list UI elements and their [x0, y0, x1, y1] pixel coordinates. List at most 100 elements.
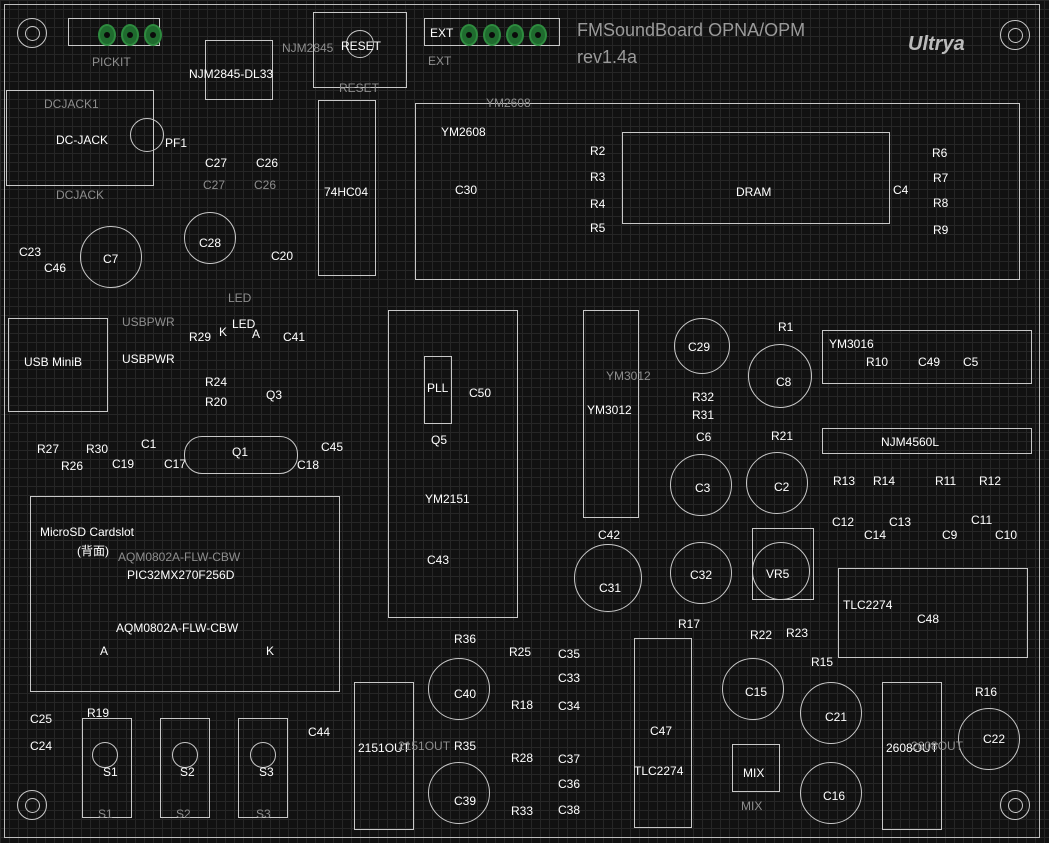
component-label-c19: C19 [112, 457, 135, 471]
component-label-c8: C8 [776, 375, 792, 389]
component-label-c21: C21 [825, 710, 848, 724]
component-label-c12: C12 [832, 515, 855, 529]
component-label-a: A [252, 327, 261, 341]
s2-switch-outline [160, 718, 210, 818]
component-label-s1: S1 [103, 765, 118, 779]
out-2151-jack-outline [354, 682, 414, 830]
component-label-r17: R17 [678, 617, 701, 631]
ym3016-outline [822, 330, 1032, 384]
component-label-ym2151: YM2151 [425, 492, 470, 506]
component-label--: (背面) [77, 544, 109, 558]
component-label-r29: R29 [189, 330, 212, 344]
vr5-knob [752, 542, 810, 600]
component-label-ym3016: YM3016 [829, 337, 874, 351]
component-label-c31: C31 [599, 581, 622, 595]
component-label-r13: R13 [833, 474, 856, 488]
ultrya-logo: Ultrya [908, 33, 965, 55]
component-label-pll: PLL [427, 381, 449, 395]
component-label-r20: R20 [205, 395, 228, 409]
component-label-c10: C10 [995, 528, 1018, 542]
silkscreen-label-ym2608: YM2608 [486, 96, 531, 110]
board-title: FMSoundBoard OPNA/OPM [577, 20, 806, 40]
component-label-c24: C24 [30, 739, 53, 753]
component-label-c6: C6 [696, 430, 712, 444]
microsd-slot-outline [30, 496, 340, 692]
component-label-c47: C47 [650, 724, 673, 738]
component-label-ext: EXT [430, 26, 454, 40]
component-label-r5: R5 [590, 221, 606, 235]
component-label-c9: C9 [942, 528, 958, 542]
tlc2274-upper-outline [838, 568, 1028, 658]
ext-pin [460, 24, 478, 46]
component-label-c29: C29 [688, 340, 711, 354]
c22-outline [958, 708, 1020, 770]
component-label-ym2608: YM2608 [441, 125, 486, 139]
component-label-q3: Q3 [266, 388, 283, 402]
component-label-c25: C25 [30, 712, 53, 726]
component-label-r26: R26 [61, 459, 84, 473]
component-label-r1: R1 [778, 320, 794, 334]
silkscreen-label-2151out: 2151OUT [398, 739, 451, 753]
component-label-c3: C3 [695, 481, 711, 495]
board-revision: rev1.4a [577, 47, 638, 67]
component-label-c45: C45 [321, 440, 344, 454]
mount-hole-top-right [1000, 20, 1030, 50]
component-label-njm4560l: NJM4560L [881, 435, 940, 449]
component-label-c40: C40 [454, 687, 477, 701]
component-label-r24: R24 [205, 375, 228, 389]
mix-jumper-outline [732, 744, 780, 792]
c32-outline [670, 542, 732, 604]
component-label-r30: R30 [86, 442, 109, 456]
component-label-a: A [100, 644, 109, 658]
ym2151-outline [388, 310, 518, 618]
crystal-q1-outline [184, 436, 298, 474]
c21-outline [800, 682, 862, 744]
silkscreen-label-c26: C26 [254, 178, 277, 192]
ext-pin [506, 24, 524, 46]
component-label-c32: C32 [690, 568, 713, 582]
reset-button[interactable] [346, 30, 374, 58]
component-label-c36: C36 [558, 777, 581, 791]
component-label-c17: C17 [164, 457, 187, 471]
silkscreen-label-s2: S2 [176, 807, 191, 821]
component-label-reset: RESET [341, 39, 382, 53]
pf1-outline [130, 118, 164, 152]
component-label-pf1: PF1 [165, 136, 188, 150]
pickit-pin [144, 24, 162, 46]
c40-outline [428, 658, 490, 720]
component-label-c16: C16 [823, 789, 846, 803]
s3-button[interactable] [250, 742, 276, 768]
component-label-r28: R28 [511, 751, 534, 765]
component-label-tlc2274: TLC2274 [634, 764, 684, 778]
component-label-s2: S2 [180, 765, 195, 779]
component-label-c26: C26 [256, 156, 279, 170]
component-label-c50: C50 [469, 386, 492, 400]
component-label-r9: R9 [933, 223, 949, 237]
silkscreen-label-s1: S1 [98, 807, 113, 821]
component-label-c4: C4 [893, 183, 909, 197]
silkscreen-label-s3: S3 [256, 807, 271, 821]
mount-hole-top-left [17, 18, 47, 48]
s1-button[interactable] [92, 742, 118, 768]
component-label-r35: R35 [454, 739, 477, 753]
component-label-c27: C27 [205, 156, 228, 170]
ext-pin [529, 24, 547, 46]
out-2608-jack-outline [882, 682, 942, 830]
s2-button[interactable] [172, 742, 198, 768]
component-label-c34: C34 [558, 699, 581, 713]
component-label-r32: R32 [692, 390, 715, 404]
board-edge [4, 4, 1040, 838]
component-label-c15: C15 [745, 685, 768, 699]
component-label-c5: C5 [963, 355, 979, 369]
silkscreen-label-ext: EXT [428, 54, 452, 68]
mount-hole-bottom-right [1000, 790, 1030, 820]
component-label-r23: R23 [786, 626, 809, 640]
ext-pin [483, 24, 501, 46]
component-label-c22: C22 [983, 732, 1006, 746]
s3-switch-outline [238, 718, 288, 818]
component-label-k: K [219, 325, 228, 339]
component-label-c43: C43 [427, 553, 450, 567]
component-label-c7: C7 [103, 252, 119, 266]
pll-outline [424, 356, 452, 424]
silkscreen-label-c27: C27 [203, 178, 226, 192]
